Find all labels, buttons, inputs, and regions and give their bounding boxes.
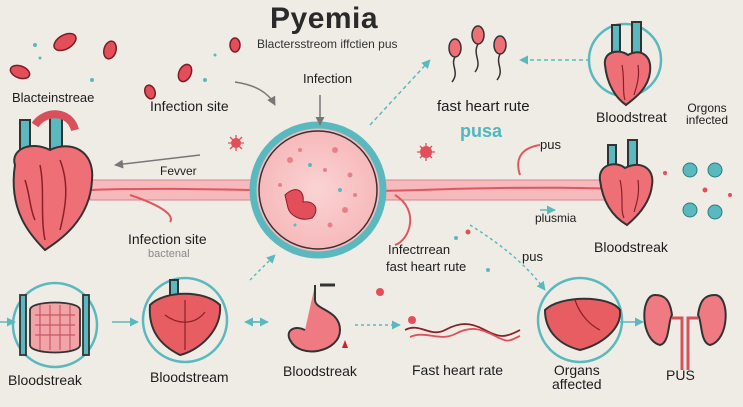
label-bloodstreak-right: Bloodstreak xyxy=(594,239,668,255)
label-pus-right: pus xyxy=(540,137,561,152)
liver-heart-icon xyxy=(141,276,229,364)
label-bloodstreak-bottom-left: Bloodstreak xyxy=(8,372,82,388)
label-pusa: pusa xyxy=(460,121,503,141)
flow-arrows xyxy=(0,55,644,330)
label-bloodstream-bottom: Bloodstream xyxy=(150,369,229,385)
label-fast-heart-mid: fast heart rute xyxy=(386,259,467,274)
label-bacteria-stream: Blacteinstreae xyxy=(12,90,95,105)
label-organs-affected: Organs affected xyxy=(552,362,602,392)
bacteria-cluster-icon xyxy=(9,32,241,100)
label-organs-infected-top: Orgons infected xyxy=(686,101,729,127)
intestine-icon xyxy=(11,281,99,369)
label-fever: Fevver xyxy=(160,164,197,178)
label-bacterial: bactenal xyxy=(148,248,190,260)
bacteria-flagella-icon xyxy=(448,25,507,83)
label-bloodstreat-top: Bloodstreat xyxy=(596,109,667,125)
label-pus-mid: pus xyxy=(522,249,543,264)
label-fast-heart-top: fast heart rute xyxy=(437,98,530,115)
heart-left-icon xyxy=(12,110,94,252)
liver-icon xyxy=(536,276,624,364)
label-infection-site-top: Infection site xyxy=(150,98,229,114)
kidney-icon xyxy=(643,293,727,370)
diagram-subtitle: Blactersstreom iffctien pus xyxy=(257,37,398,51)
diagram-title: Pyemia xyxy=(270,2,379,35)
label-infection-site-left: Infection site xyxy=(128,231,207,247)
label-infection-center: Infection xyxy=(303,71,353,86)
label-fast-heart-bottom: Fast heart rate xyxy=(412,362,504,378)
heart-top-right-icon xyxy=(587,21,663,107)
stomach-icon xyxy=(287,283,348,353)
bacteria-wave-icon xyxy=(404,323,521,342)
dots-icon xyxy=(33,43,217,82)
label-pus-bottom: PUS xyxy=(666,367,695,383)
label-plusmia: plusmia xyxy=(535,211,577,225)
infected-cell-icon xyxy=(249,121,387,259)
heart-right-icon xyxy=(598,139,654,227)
label-bloodstreak-bottom-mid: Bloodstreak xyxy=(283,363,357,379)
label-infectrean: Infectrrean xyxy=(388,242,451,257)
microorganism-icons xyxy=(682,162,723,220)
